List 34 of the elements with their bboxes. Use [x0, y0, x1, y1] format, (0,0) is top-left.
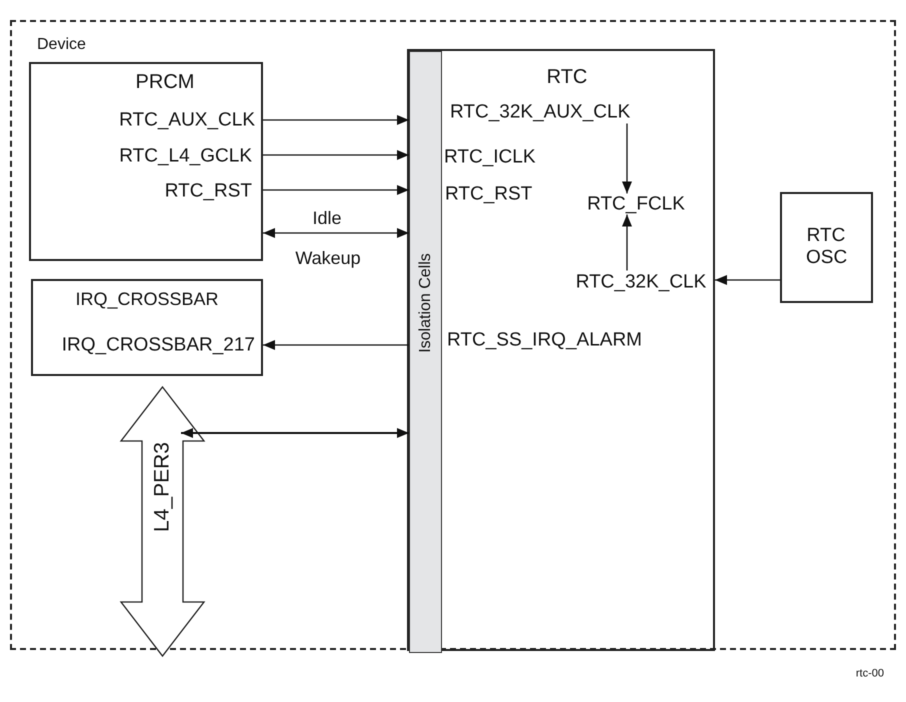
arrow: [263, 150, 409, 160]
signal-label: IRQ_CROSSBAR_217: [62, 336, 255, 354]
signal-label: RTC_ICLK: [444, 148, 536, 166]
arrow: [263, 185, 409, 195]
signal-label: RTC_RST: [445, 184, 532, 204]
block-title: RTC: [546, 67, 588, 87]
signal-label: RTC_SS_IRQ_ALARM: [447, 330, 642, 350]
signal-label: RTC_FCLK: [587, 194, 685, 214]
signal-label: RTC_32K_AUX_CLK: [450, 102, 630, 122]
arrow: [181, 428, 409, 438]
bus-label: L4_PER3: [152, 442, 172, 532]
isolation-cells-bar: [409, 51, 442, 653]
arrow: [263, 115, 409, 125]
block-box: [29, 62, 263, 261]
block-title: IRQ_CROSSBAR: [75, 290, 219, 308]
figure-id: rtc-00: [856, 668, 884, 680]
arrow: [263, 340, 409, 350]
bus-double-arrow: [120, 386, 205, 657]
signal-label: RTC_L4_GCLK: [119, 146, 252, 166]
signal-label: RTC_32K_CLK: [576, 272, 706, 292]
block-box: [780, 192, 873, 303]
signal-label: Wakeup: [295, 249, 361, 267]
signal-label: RTC_RST: [164, 182, 252, 200]
arrow: [622, 124, 632, 194]
block-box: [407, 49, 715, 651]
block-title: PRCM: [136, 72, 194, 92]
arrow: [622, 214, 632, 270]
arrow: [263, 228, 409, 238]
block-box: [31, 279, 263, 376]
arrow: [715, 275, 780, 285]
block-title: RTC OSC: [806, 225, 846, 269]
vertical-label: Isolation Cells: [418, 253, 434, 353]
boundary-title: Device: [37, 37, 86, 53]
signal-label: RTC_AUX_CLK: [119, 110, 255, 130]
